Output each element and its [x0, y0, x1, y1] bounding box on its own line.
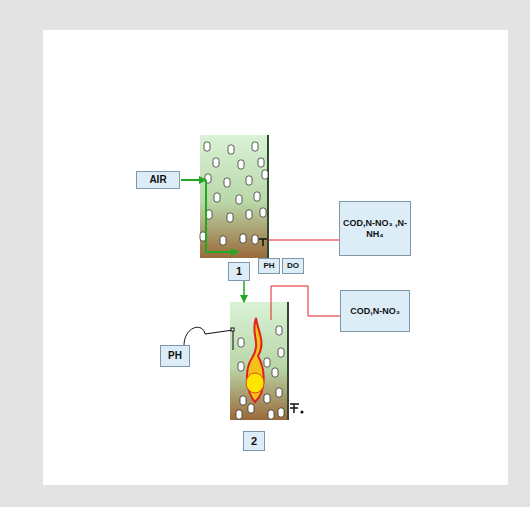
- carrier: [276, 326, 282, 335]
- carrier: [278, 408, 284, 417]
- carrier: [276, 388, 282, 397]
- carrier: [236, 195, 242, 204]
- box-text: PH: [263, 261, 274, 270]
- carrier: [248, 404, 254, 413]
- carrier: [220, 236, 226, 245]
- carrier: [262, 170, 268, 179]
- panel: [43, 30, 508, 485]
- box-text: DO: [287, 261, 299, 270]
- carrier: [238, 362, 244, 371]
- carrier: [236, 410, 242, 419]
- air-pipe: [206, 180, 238, 252]
- label-box: PH: [258, 258, 280, 274]
- air-arrow: [181, 179, 206, 181]
- carrier: [260, 208, 266, 217]
- ph-probe: [231, 328, 234, 331]
- carrier: [254, 192, 260, 201]
- carrier: [214, 193, 220, 202]
- carrier: [258, 158, 264, 167]
- flame: [247, 318, 264, 402]
- carrier: [238, 160, 244, 169]
- carrier: [272, 368, 278, 377]
- transfer-arrow: [243, 281, 245, 302]
- sample-tap: [259, 239, 267, 246]
- box-text: COD,N-NO₃: [350, 306, 400, 316]
- box-text: 1: [236, 265, 242, 278]
- label-box: 1: [228, 262, 250, 281]
- label-box: AIR: [136, 171, 180, 189]
- sample-line: [271, 286, 340, 320]
- carrier: [204, 142, 210, 151]
- carrier: [240, 396, 246, 405]
- sample-tap: [290, 404, 303, 413]
- carrier: [213, 158, 219, 167]
- tank-wall: [287, 302, 289, 420]
- sample-line: [268, 240, 340, 241]
- carrier: [246, 176, 252, 185]
- carrier: [246, 210, 252, 219]
- carrier: [224, 178, 230, 187]
- carrier: [228, 145, 234, 154]
- carrier: [264, 394, 270, 403]
- label-box: COD,N-NO₃: [340, 290, 410, 332]
- carrier-media: [200, 142, 284, 419]
- carrier: [268, 410, 274, 419]
- carrier: [227, 213, 233, 222]
- carrier: [264, 358, 270, 367]
- carrier: [252, 235, 258, 244]
- carrier: [278, 348, 284, 357]
- reactor-tank: [200, 135, 268, 258]
- carrier: [238, 338, 244, 347]
- label-box: DO: [282, 258, 304, 274]
- ph-probe-wire: [184, 327, 233, 350]
- reactor-tank: [230, 302, 288, 420]
- label-box: 2: [243, 431, 265, 451]
- box-text: 2: [251, 435, 257, 448]
- label-box: PH: [160, 345, 190, 367]
- box-text: PH: [168, 350, 182, 362]
- carrier: [252, 142, 258, 151]
- label-box: COD,N-NO₃ ,N-NH₄: [339, 201, 411, 256]
- carrier: [240, 234, 246, 243]
- box-text: COD,N-NO₃ ,N-NH₄: [340, 218, 410, 239]
- box-text: AIR: [149, 174, 166, 186]
- flame-core: [246, 373, 264, 393]
